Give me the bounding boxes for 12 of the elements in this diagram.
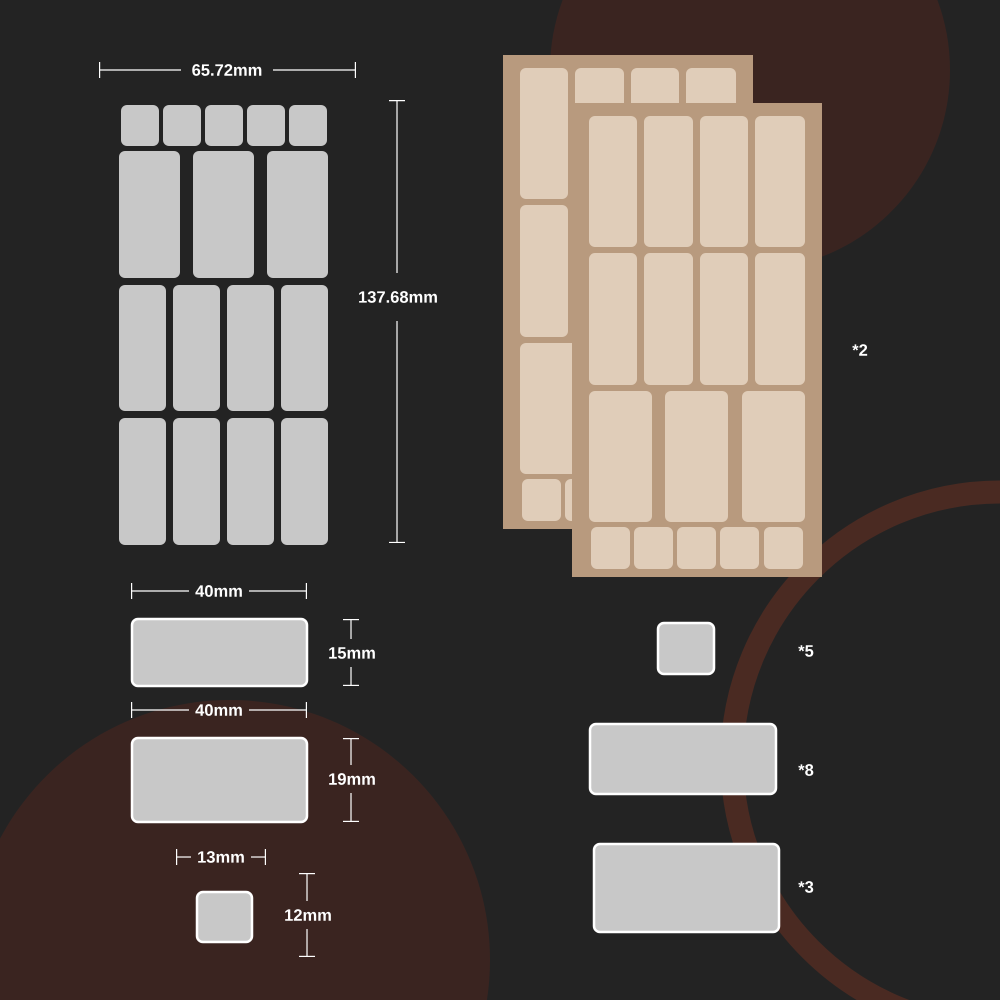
quantity-label: *2 [852, 344, 868, 356]
dimension-label: 19mm [329, 773, 375, 785]
dimension-label: 13mm [198, 851, 244, 863]
quantity-label: *5 [798, 645, 814, 657]
dimension-label: 65.72mm [192, 64, 262, 76]
quantity-label: *3 [798, 881, 814, 893]
quantity-label: *8 [798, 764, 814, 776]
dimension-label: 40mm [195, 585, 242, 597]
dimension-label: 12mm [285, 909, 331, 921]
dimension-label: 137.68mm [359, 291, 437, 303]
dimension-label: 15mm [329, 647, 375, 659]
dimension-label: 40mm [195, 704, 242, 716]
